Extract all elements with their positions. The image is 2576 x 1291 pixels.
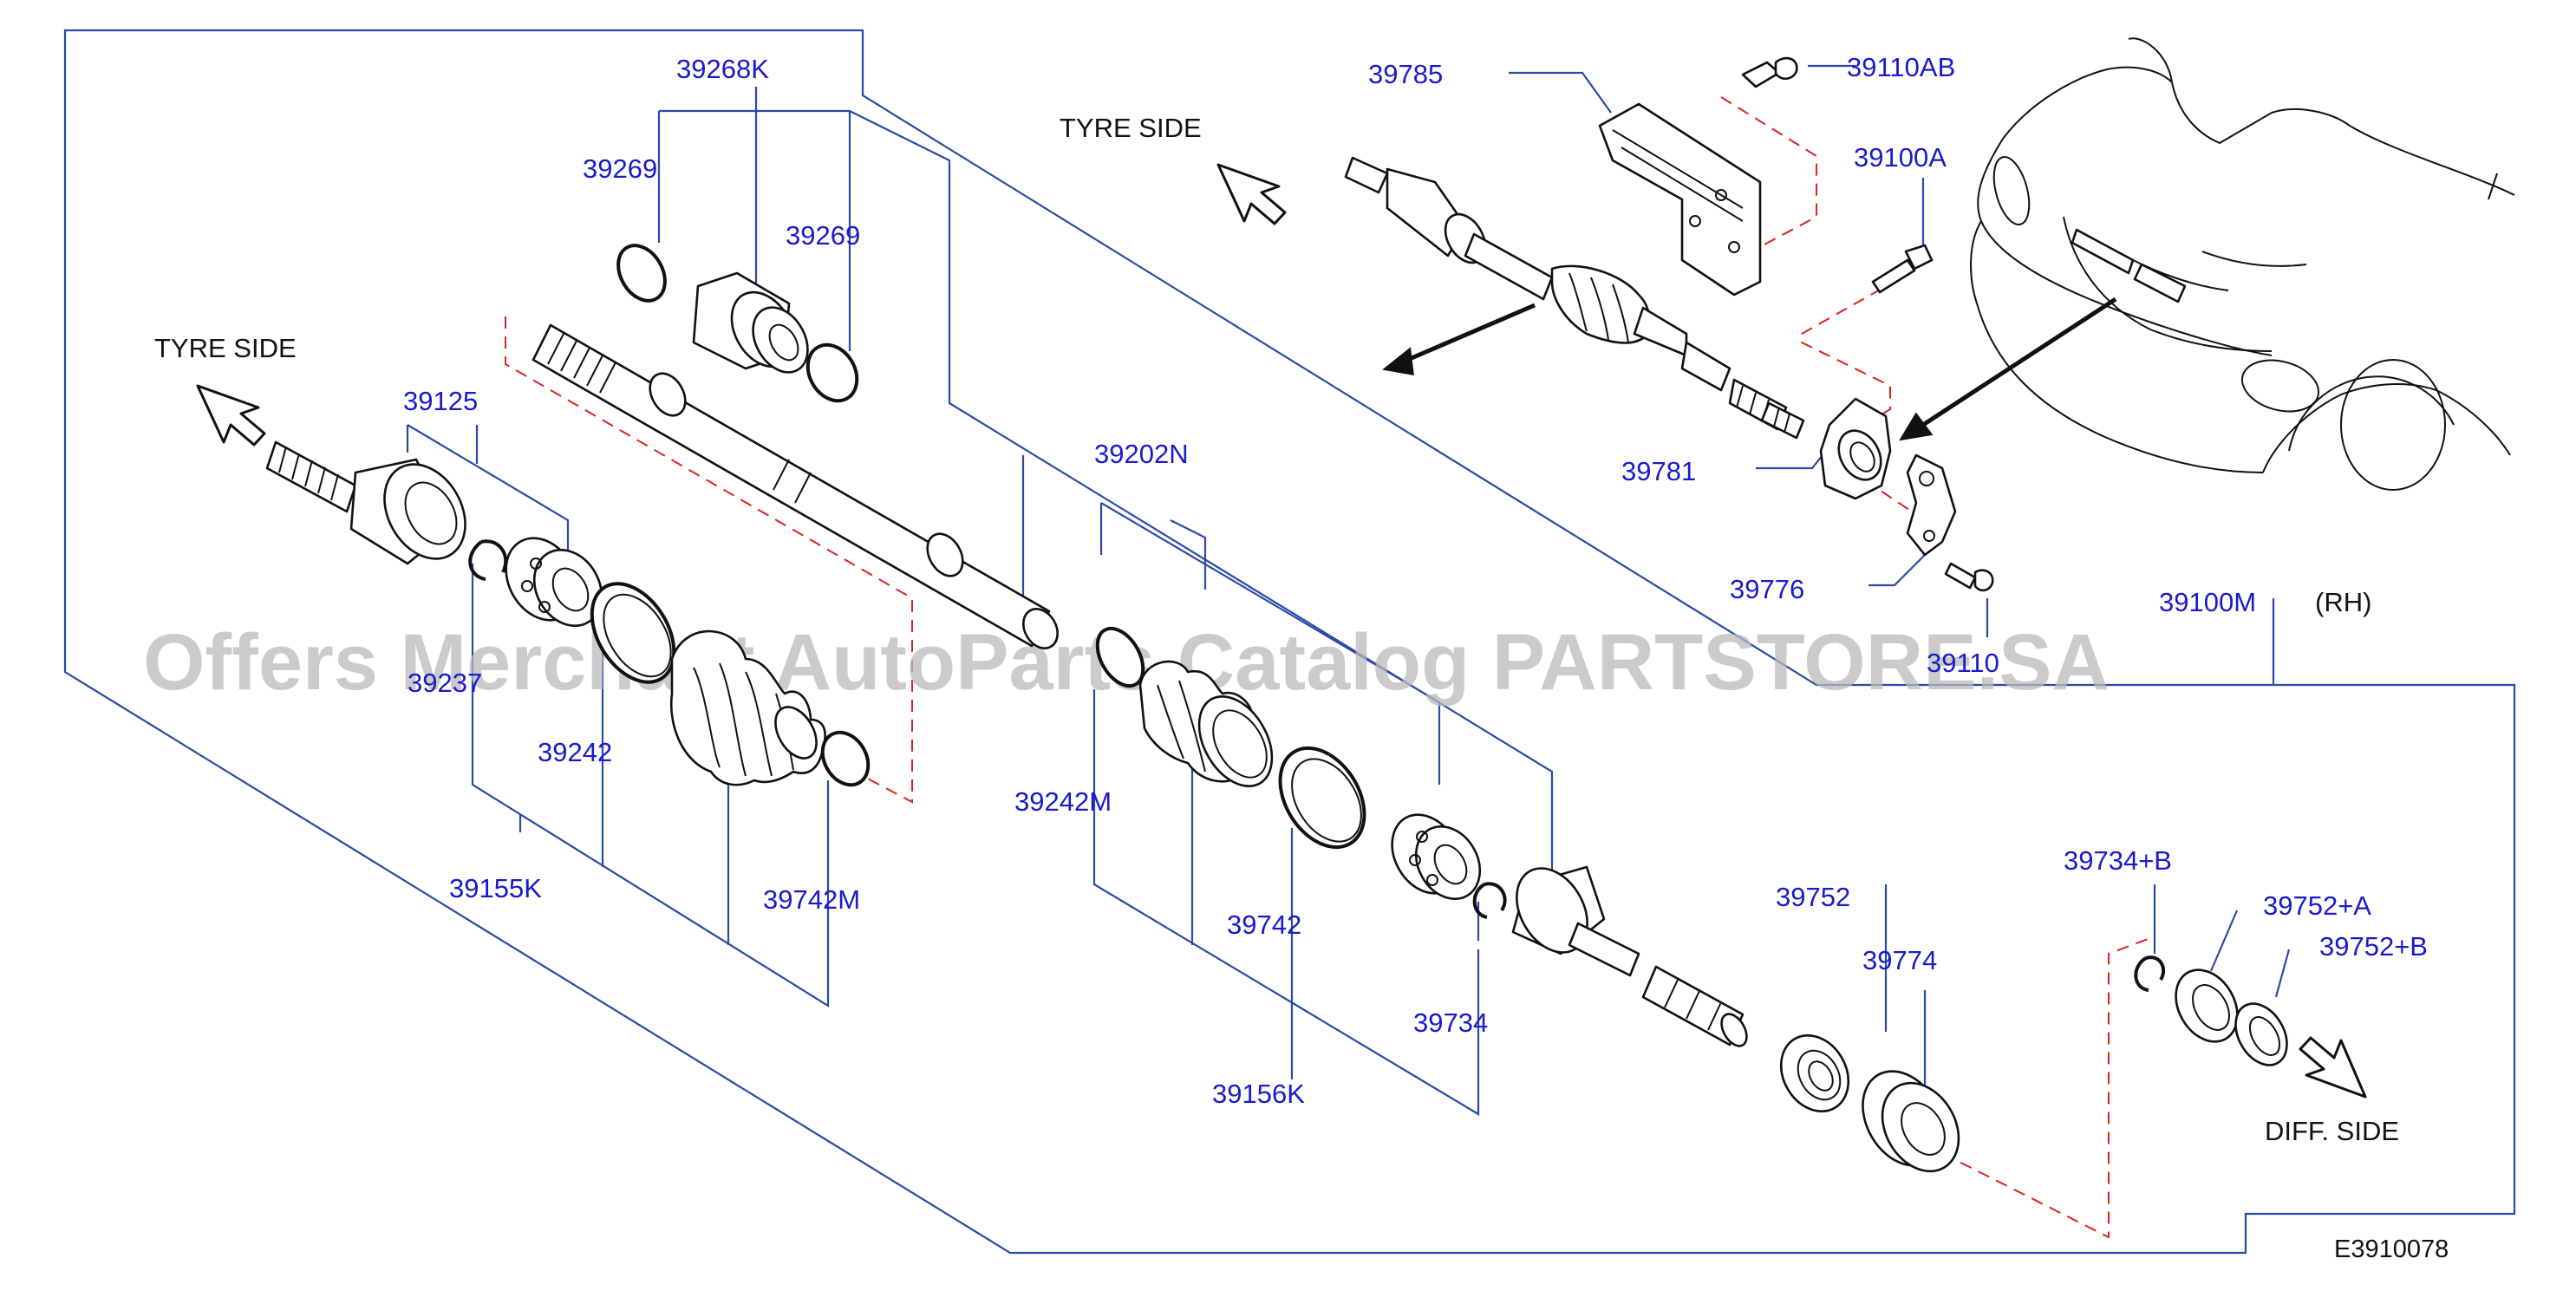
hidden-line-bracket [1720, 96, 1817, 245]
part-number-39100A[interactable]: 39100A [1854, 142, 1947, 173]
drive-shaft [532, 323, 1059, 649]
bearing-39774 [1862, 1070, 1960, 1173]
part-number-39110AB[interactable]: 39110AB [1847, 52, 1955, 82]
part-number-39242M[interactable]: 39242M [1014, 786, 1112, 817]
part-number-39156K[interactable]: 39156K [1212, 1079, 1305, 1109]
diff-side-arrow [2299, 1036, 2367, 1099]
part-number-39268K[interactable]: 39268K [676, 54, 769, 84]
band-39242 [590, 582, 676, 684]
part-number-39269-a[interactable]: 39269 [583, 153, 657, 184]
damper-39268K [692, 271, 809, 374]
plate-39776 [1906, 453, 1957, 557]
circlip-39734B [2134, 955, 2166, 992]
part-number-39742[interactable]: 39742 [1227, 910, 1301, 940]
band-39242M [1095, 626, 1145, 688]
seal-39752B [2234, 1002, 2288, 1066]
part-number-39237[interactable]: 39237 [408, 668, 482, 698]
diagram-code: E3910078 [2334, 1236, 2449, 1263]
hidden-line-diff [1924, 937, 2151, 1239]
ball-cage-left [505, 537, 603, 628]
bolt-39110 [1944, 562, 1994, 592]
part-number-39752A[interactable]: 39752+A [2263, 890, 2371, 921]
clamp-39742M [820, 730, 871, 787]
circlip-39734 [1472, 882, 1507, 919]
part-number-labels: 39268K 39269 39269 39125 39202N 39237 39… [403, 52, 2428, 1109]
tyre-side-arrow-left [196, 384, 266, 447]
part-number-39734[interactable]: 39734 [1413, 1007, 1488, 1038]
part-number-39776[interactable]: 39776 [1730, 574, 1804, 604]
ball-cage-right [1391, 813, 1482, 901]
part-number-39734B[interactable]: 39734+B [2064, 845, 2172, 876]
part-number-39110[interactable]: 39110 [1927, 648, 1999, 678]
part-number-39100M[interactable]: 39100M [2159, 587, 2256, 617]
outer-cv-joint [265, 440, 466, 565]
tyre-side-label-top: TYRE SIDE [1060, 113, 1202, 143]
seal-39752 [1779, 1033, 1850, 1113]
inner-cv-housing [1511, 865, 1640, 977]
part-number-39752B[interactable]: 39752+B [2319, 931, 2428, 962]
arrow-to-shaft [1382, 303, 1536, 376]
diff-side-label: DIFF. SIDE [2265, 1116, 2399, 1146]
part-number-39155K[interactable]: 39155K [449, 873, 542, 903]
clamp-39269-top [616, 244, 667, 303]
part-number-39202N[interactable]: 39202N [1094, 439, 1189, 469]
tyre-side-arrow-top [1216, 163, 1287, 225]
part-number-39752[interactable]: 39752 [1776, 882, 1850, 912]
bearing-housing-39781 [1819, 397, 1892, 500]
boot-left [669, 629, 826, 786]
tyre-side-label-left: TYRE SIDE [154, 333, 297, 363]
part-number-39269-b[interactable]: 39269 [786, 220, 860, 251]
bolt-39100A [1871, 244, 1934, 294]
part-number-39742M[interactable]: 39742M [763, 884, 860, 915]
seal-39752A [2175, 968, 2239, 1043]
vehicle-outline [1970, 37, 2515, 491]
hidden-line-bolt [1801, 288, 1891, 426]
diagram-frame [63, 29, 2516, 1255]
part-number-39774[interactable]: 39774 [1862, 945, 1937, 975]
hidden-line-shaft [505, 316, 913, 804]
part-number-39125[interactable]: 39125 [403, 386, 478, 416]
bolt-39110AB [1741, 56, 1798, 88]
stub-shaft [1641, 965, 1748, 1047]
boot-right [1138, 660, 1274, 788]
part-number-39781[interactable]: 39781 [1621, 456, 1696, 486]
clamp-39269-lower [805, 342, 859, 403]
arrow-to-housing [1899, 297, 2117, 441]
leader-lines [406, 64, 2291, 1116]
variant-side: (RH) [2315, 587, 2371, 617]
part-number-39242[interactable]: 39242 [538, 737, 612, 767]
assembled-drive-shaft [1344, 156, 1788, 431]
stub-shaft-upper [1760, 401, 1805, 440]
circlip-39237 [468, 539, 508, 581]
part-number-39785[interactable]: 39785 [1368, 59, 1443, 89]
band-39742 [1278, 746, 1366, 850]
bracket-39785 [1598, 102, 1762, 297]
